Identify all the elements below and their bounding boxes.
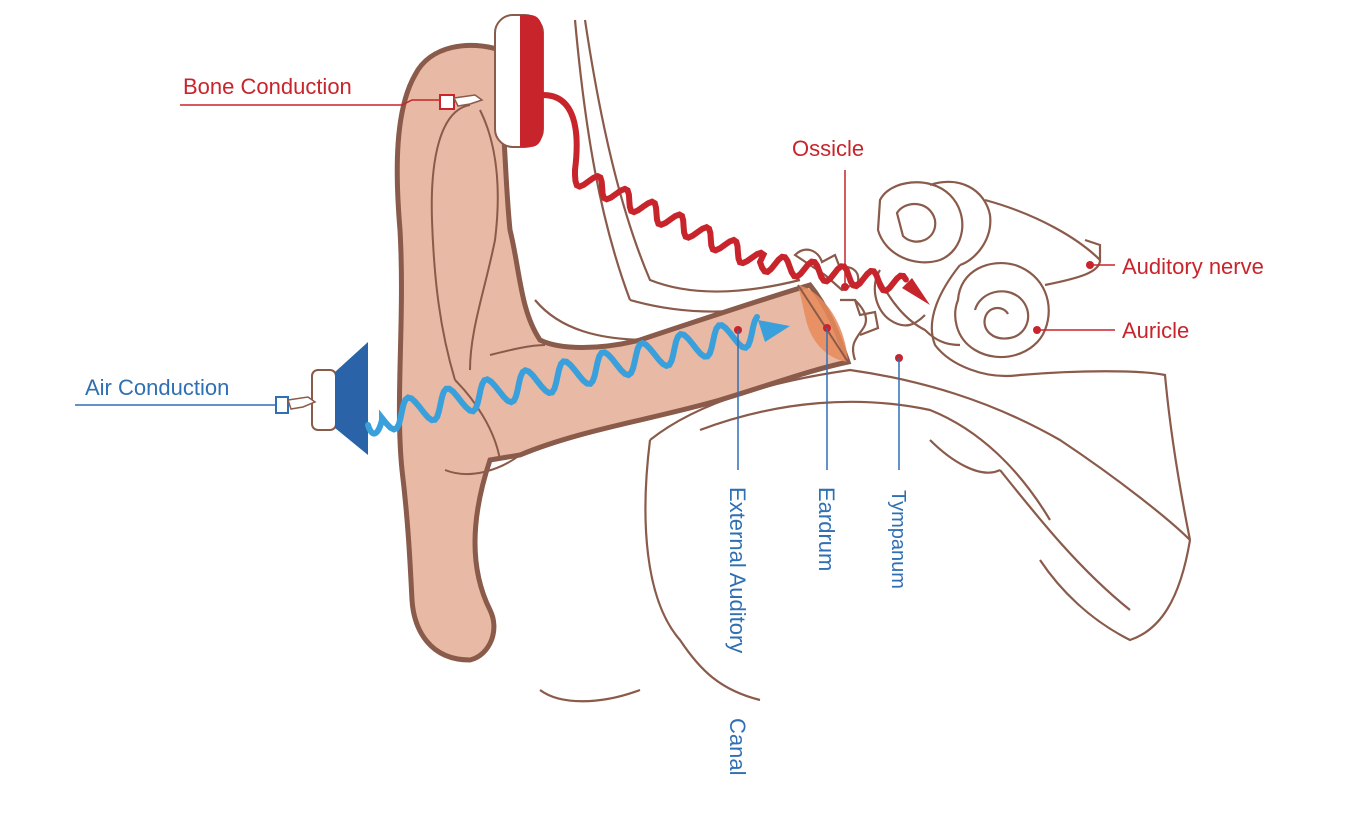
bone-conduction-transducer [494, 14, 544, 148]
label-auricle: Auricle [1122, 318, 1190, 343]
label-auditory-nerve: Auditory nerve [1122, 254, 1264, 279]
air-conduction-speaker [311, 342, 368, 455]
red-leader-lines [180, 99, 1115, 331]
auricle-outer-ear [394, 42, 852, 663]
bone-arrowhead [902, 278, 930, 305]
auricle-folds [430, 104, 546, 476]
bone-pointing-hand-icon [439, 94, 484, 110]
air-pointing-hand-icon [275, 396, 317, 414]
bone-conduction-wave [540, 92, 909, 294]
label-bone-conduction: Bone Conduction [183, 74, 352, 99]
label-eardrum: Eardrum [814, 487, 839, 572]
air-conduction-wave [365, 314, 760, 437]
blue-leader-lines [75, 328, 900, 470]
inner-ear [851, 180, 1192, 541]
label-tympanum: Tympanum [887, 490, 909, 589]
label-air-conduction: Air Conduction [85, 375, 230, 400]
air-arrowhead [758, 320, 790, 342]
label-ossicle: Ossicle [792, 136, 865, 161]
label-external-auditory-canal-line1: External Auditory [725, 487, 750, 654]
label-external-auditory-canal-line2: Canal [725, 718, 750, 776]
